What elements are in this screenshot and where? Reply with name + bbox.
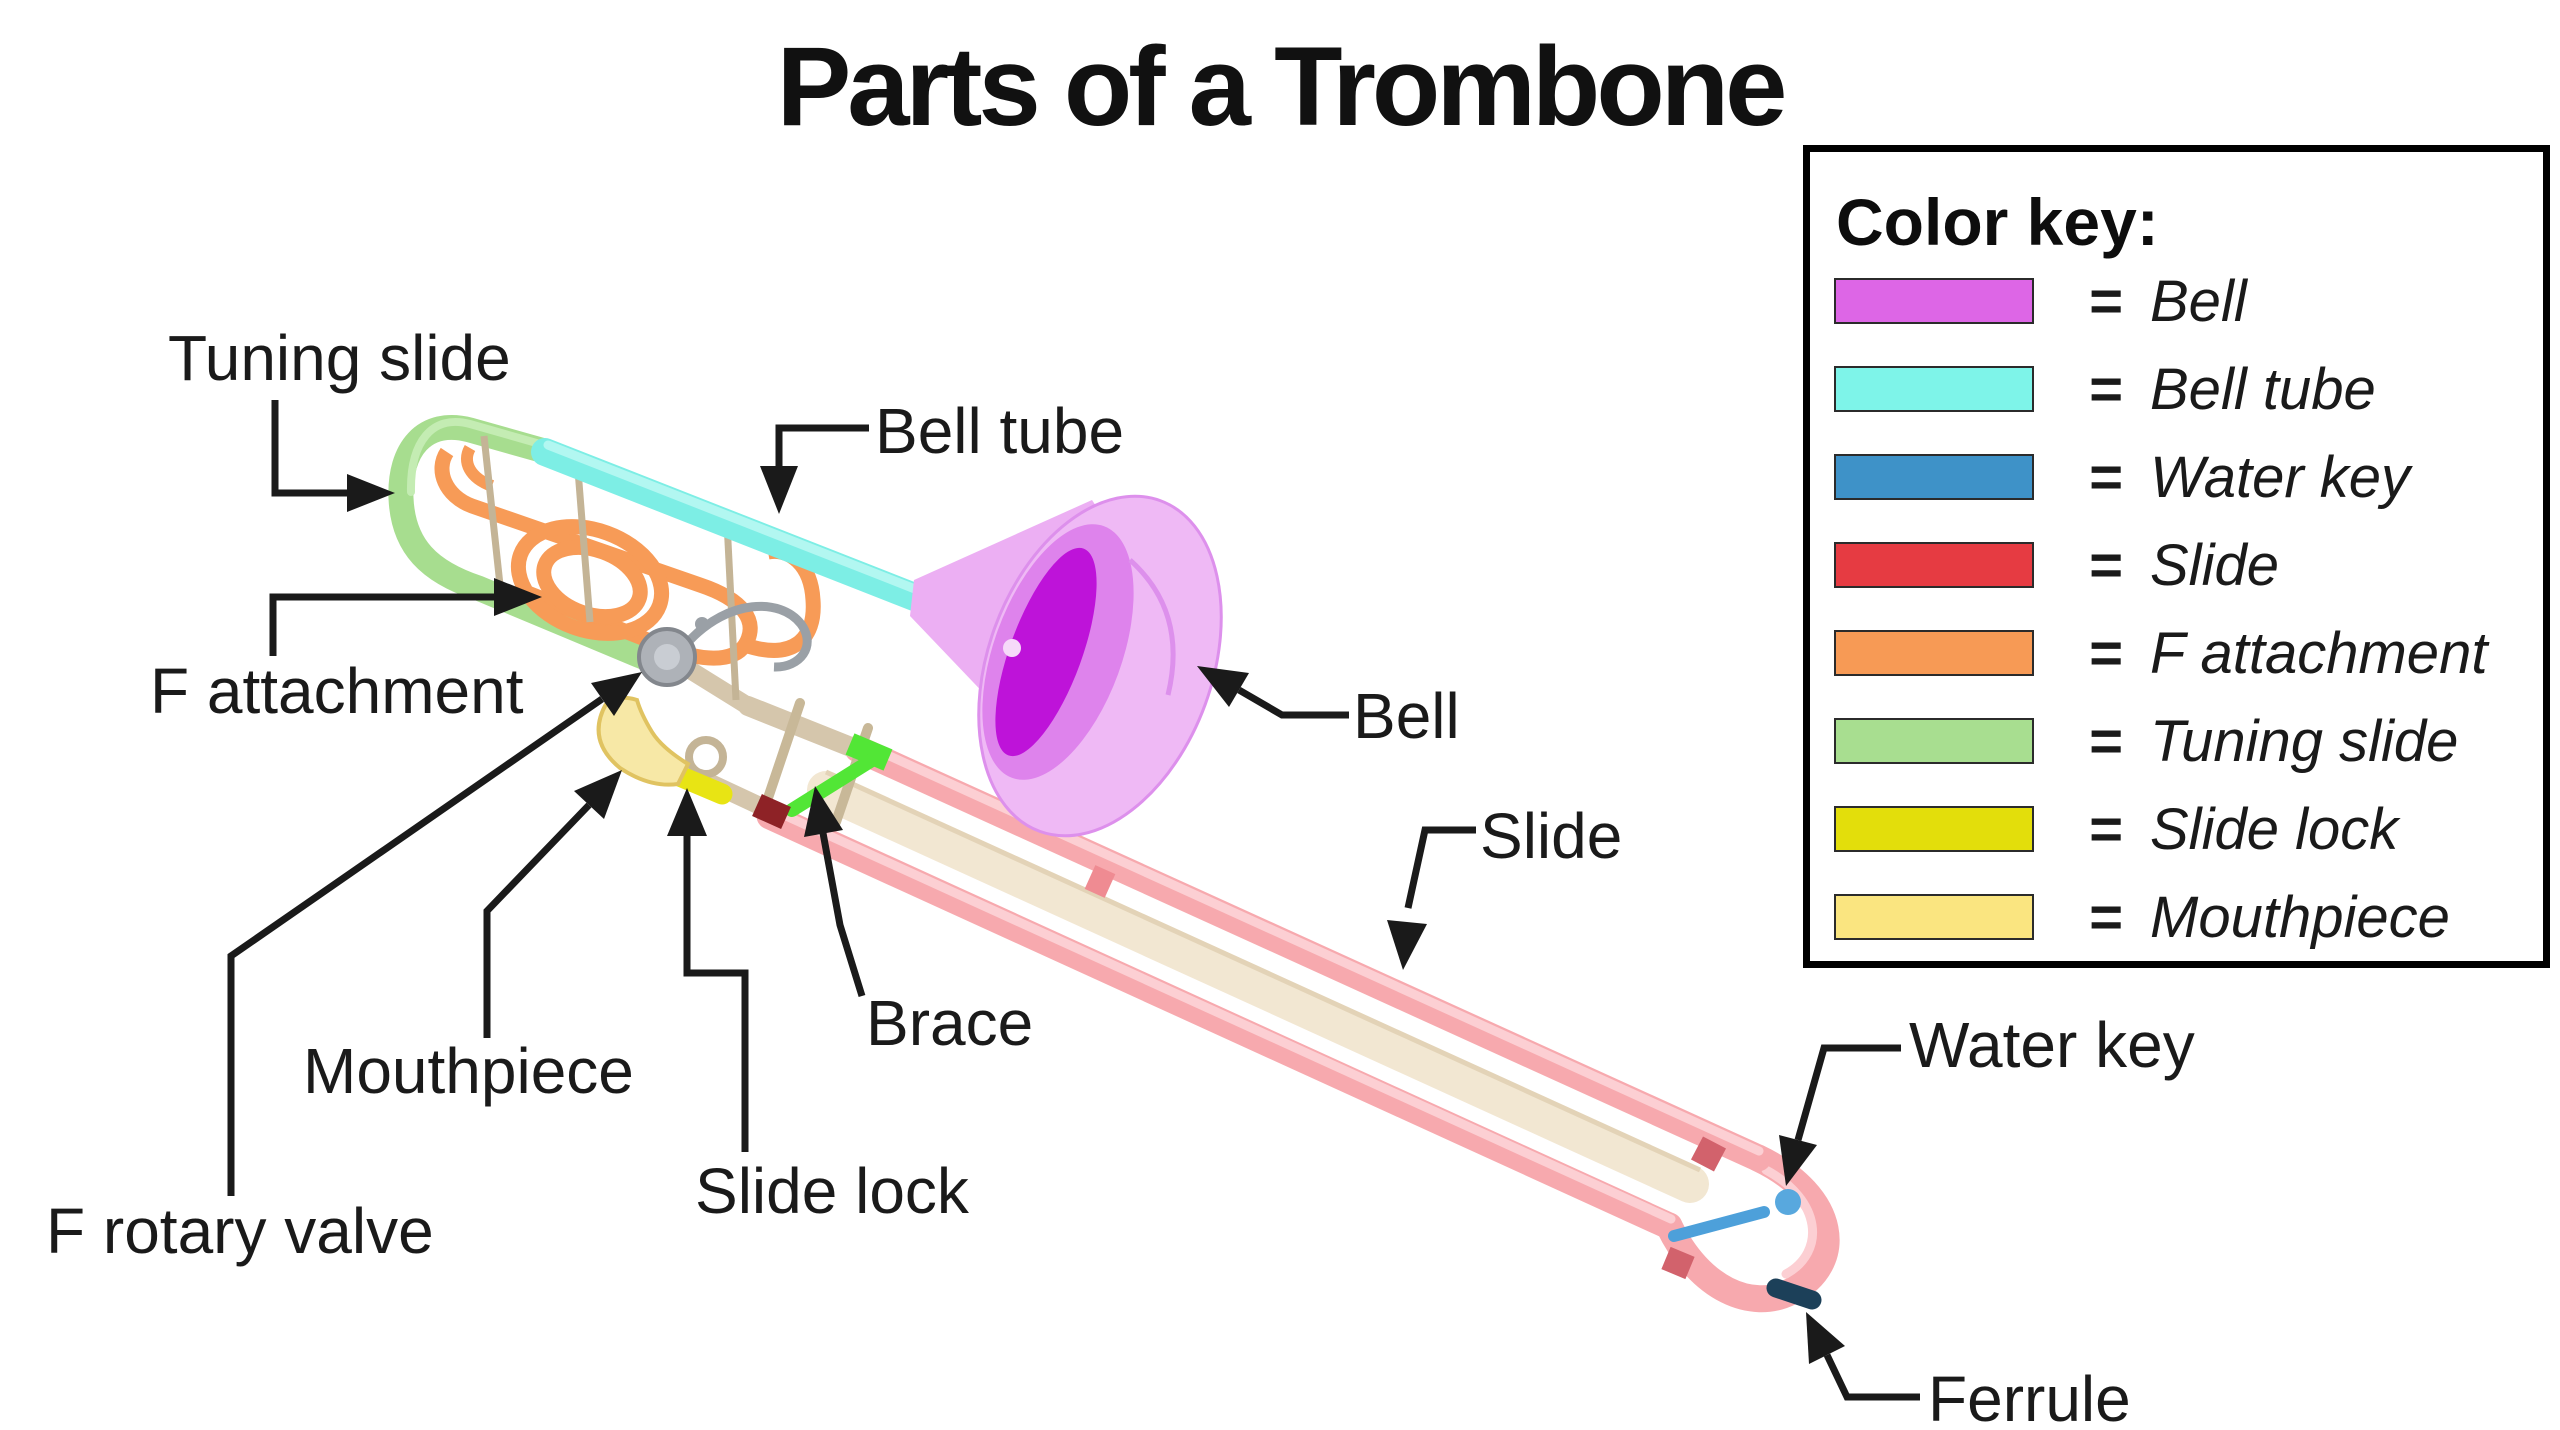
- legend-row-bell: = Bell: [1834, 269, 2247, 334]
- swatch-slide-lock: [1834, 806, 2034, 852]
- equals-sign: =: [2088, 268, 2122, 334]
- callout-arrow-slide-lock: [667, 788, 749, 1152]
- equals-sign: =: [2088, 356, 2122, 422]
- legend-label-slide: Slide: [2150, 532, 2279, 598]
- equals-sign: =: [2088, 444, 2122, 510]
- label-slide: Slide: [1480, 800, 1623, 872]
- legend-label-mouthpiece: Mouthpiece: [2150, 884, 2450, 950]
- legend-row-slide: = Slide: [1834, 533, 2279, 598]
- legend-row-slide-lock: = Slide lock: [1834, 797, 2398, 862]
- label-ferrule: Ferrule: [1928, 1363, 2131, 1430]
- label-slide-lock: Slide lock: [695, 1155, 969, 1227]
- page-title: Parts of a Trombone: [776, 24, 1788, 149]
- tuning-slide-shape: [388, 415, 668, 675]
- callout-arrow-ferrule: [1806, 1312, 1920, 1401]
- label-f-rotary-valve: F rotary valve: [46, 1195, 434, 1267]
- callout-arrow-tuning-slide: [271, 400, 395, 512]
- callout-arrow-brace: [804, 786, 866, 998]
- legend-label-bell: Bell: [2150, 268, 2247, 334]
- swatch-bell: [1834, 278, 2034, 324]
- bell-tube-shape: [531, 438, 936, 614]
- callout-arrow-slide: [1387, 826, 1476, 970]
- equals-sign: =: [2088, 532, 2122, 598]
- label-bell-tube: Bell tube: [875, 395, 1125, 467]
- slide-lock-shape: [666, 764, 733, 805]
- equals-sign: =: [2088, 620, 2122, 686]
- callout-arrow-f-rotary-valve: [227, 672, 642, 1196]
- swatch-tuning-slide: [1834, 718, 2034, 764]
- equals-sign: =: [2088, 708, 2122, 774]
- mouthpiece-shape: [596, 695, 691, 787]
- legend-label-slide-lock: Slide lock: [2150, 796, 2399, 862]
- callout-arrow-mouthpiece: [483, 770, 622, 1038]
- swatch-slide: [1834, 542, 2034, 588]
- label-bell: Bell: [1353, 680, 1460, 752]
- legend-label-tuning-slide: Tuning slide: [2150, 708, 2459, 774]
- bell-shape: [910, 494, 1223, 838]
- callout-arrow-water-key: [1779, 1044, 1901, 1186]
- equals-sign: =: [2088, 884, 2122, 950]
- callout-arrow-bell-tube: [760, 424, 869, 514]
- label-brace: Brace: [866, 987, 1034, 1059]
- swatch-mouthpiece: [1834, 894, 2034, 940]
- callout-arrow-f-attachment: [269, 578, 542, 656]
- color-key-heading: Color key:: [1836, 185, 2159, 259]
- label-water-key: Water key: [1909, 1009, 2195, 1081]
- label-tuning-slide: Tuning slide: [168, 322, 511, 394]
- legend-label-water-key: Water key: [2150, 444, 2411, 510]
- water-key-shape: [1668, 1189, 1801, 1242]
- callout-arrow-bell: [1197, 666, 1349, 719]
- rotary-valve-shape: [637, 601, 812, 687]
- equals-sign: =: [2088, 796, 2122, 862]
- label-mouthpiece: Mouthpiece: [303, 1035, 634, 1107]
- legend-row-f-attachment: = F attachment: [1834, 621, 2487, 686]
- legend-label-f-attachment: F attachment: [2150, 620, 2488, 686]
- legend-row-tuning-slide: = Tuning slide: [1834, 709, 2458, 774]
- swatch-bell-tube: [1834, 366, 2034, 412]
- legend-row-mouthpiece: = Mouthpiece: [1834, 885, 2450, 950]
- legend-row-water-key: = Water key: [1834, 445, 2410, 510]
- legend-row-bell-tube: = Bell tube: [1834, 357, 2376, 422]
- ferrule-shape: [1766, 1278, 1822, 1310]
- legend-label-bell-tube: Bell tube: [2150, 356, 2376, 422]
- label-f-attachment: F attachment: [150, 655, 524, 727]
- f-attachment-shape: [434, 445, 821, 666]
- swatch-water-key: [1834, 454, 2034, 500]
- color-key-box: Color key: = Bell = Bell tube = Water ke…: [1803, 145, 2550, 968]
- swatch-f-attachment: [1834, 630, 2034, 676]
